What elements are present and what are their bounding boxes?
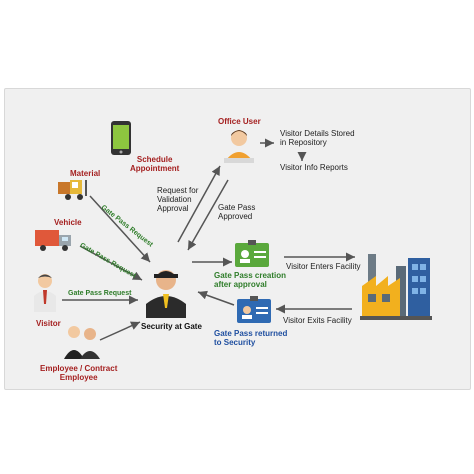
visitor-exits-label: Visitor Exits Facility bbox=[283, 316, 352, 325]
arrow-employee-security bbox=[99, 321, 141, 341]
employee-label: Employee / Contract Employee bbox=[40, 364, 118, 382]
gate-pass-approved-label: Gate Pass Approved bbox=[218, 203, 256, 221]
factory-icon bbox=[360, 252, 432, 322]
request-validation-label: Request for Validation Approval bbox=[157, 186, 199, 213]
office-user-icon bbox=[222, 126, 256, 166]
office-user-label: Office User bbox=[218, 117, 261, 126]
arrow-returned-security bbox=[197, 290, 235, 306]
security-guard-icon bbox=[144, 264, 188, 318]
visitor-details-label: Visitor Details Stored in Repository bbox=[280, 129, 355, 147]
visitor-label: Visitor bbox=[36, 319, 61, 328]
material-label: Material bbox=[70, 169, 101, 178]
security-label: Security at Gate bbox=[141, 322, 202, 331]
arrow-security-officeuser bbox=[177, 165, 221, 243]
gate-pass-request-visitor-label: Gate Pass Request bbox=[68, 290, 132, 297]
forklift-icon bbox=[56, 178, 90, 202]
vehicle-label: Vehicle bbox=[54, 218, 82, 227]
phone-icon bbox=[110, 120, 132, 156]
gate-pass-returned-label: Gate Pass returned to Security bbox=[214, 329, 288, 347]
employee-icon bbox=[62, 323, 102, 361]
truck-icon bbox=[34, 228, 74, 252]
visitor-reports-label: Visitor Info Reports bbox=[280, 163, 348, 172]
visitor-icon bbox=[32, 272, 58, 312]
arrow-officeuser-security bbox=[187, 179, 229, 251]
arrow-material-security bbox=[89, 195, 151, 263]
arrow-vehicle-security bbox=[79, 245, 143, 281]
blue-id-card-icon bbox=[236, 296, 272, 324]
schedule-appointment-label: Schedule Appointment bbox=[130, 155, 180, 173]
gate-pass-creation-label: Gate Pass creation after approval bbox=[214, 271, 287, 289]
green-id-card-icon bbox=[234, 240, 270, 268]
visitor-enters-label: Visitor Enters Facility bbox=[286, 262, 361, 271]
